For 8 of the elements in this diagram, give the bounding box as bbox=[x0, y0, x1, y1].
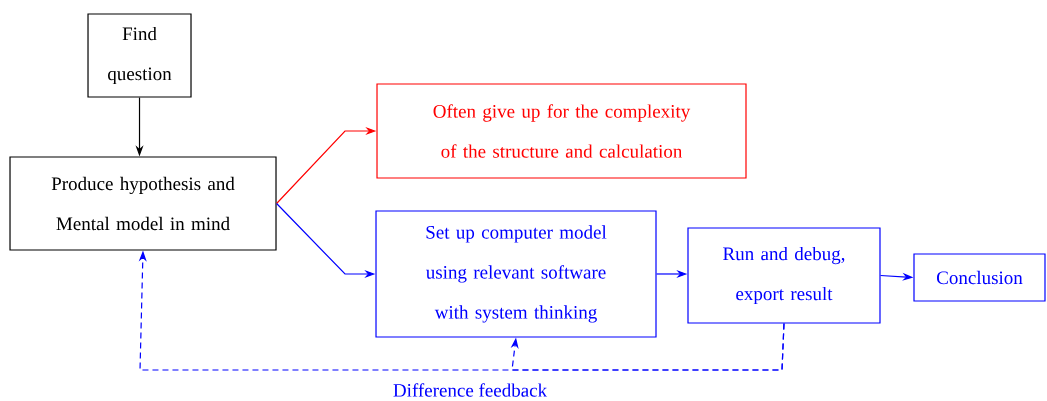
edge-label: Difference feedback bbox=[391, 382, 549, 398]
process-box: Often give up for the complexity of the structure and calculation bbox=[376, 83, 747, 179]
process-box: Find question bbox=[87, 13, 192, 98]
process-box: Set up computer model using relevant software with system thinking bbox=[375, 210, 657, 338]
process-box: Conclusion bbox=[913, 253, 1046, 302]
arrow bbox=[510, 322, 785, 371]
process-box: Produce hypothesis and Mental model in mind bbox=[9, 156, 277, 251]
process-box: Run and debug, export result bbox=[687, 227, 881, 324]
